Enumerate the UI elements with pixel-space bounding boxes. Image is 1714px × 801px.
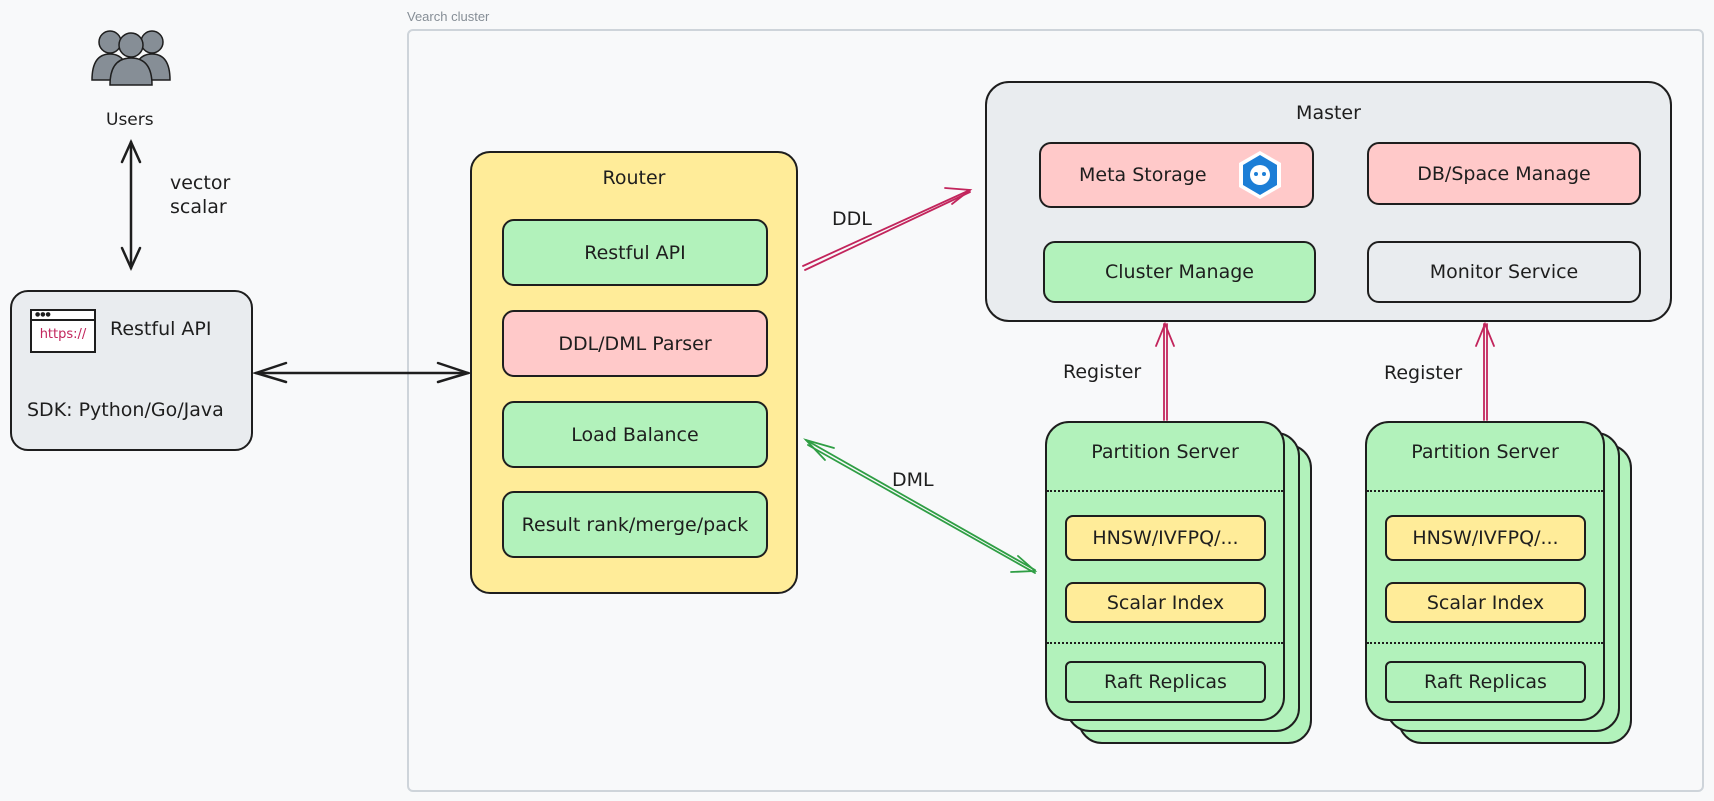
- dml-arrow: [803, 438, 1038, 574]
- monitor-service: Monitor Service: [1367, 241, 1641, 303]
- vector-label: vector: [170, 172, 231, 194]
- partition-1-divider-1: [1047, 490, 1283, 492]
- router-restful-api: Restful API: [502, 219, 768, 286]
- client-box: ●●● https:// Restful API SDK: Python/Go/…: [10, 290, 253, 451]
- partition-server-2: Partition Server HNSW/IVFPQ/... Scalar I…: [1365, 421, 1605, 721]
- partition-2-divider-2: [1367, 642, 1603, 644]
- meta-storage-label: Meta Storage: [1079, 164, 1207, 186]
- users-label: Users: [106, 110, 154, 130]
- client-restful-api: Restful API: [110, 318, 212, 340]
- partition-2-raft: Raft Replicas: [1385, 661, 1586, 703]
- router-load-balance: Load Balance: [502, 401, 768, 468]
- users-icon: [91, 30, 171, 86]
- partition-2-scalar-index: Scalar Index: [1385, 582, 1586, 623]
- partition-2-title: Partition Server: [1411, 441, 1559, 463]
- router-box: Router Restful API DDL/DML Parser Load B…: [470, 151, 798, 594]
- client-router-arrow: [251, 361, 473, 384]
- db-space-manage: DB/Space Manage: [1367, 142, 1641, 205]
- browser-url-text: https://: [39, 327, 87, 342]
- partition-server-1: Partition Server HNSW/IVFPQ/... Scalar I…: [1045, 421, 1285, 721]
- etcd-icon: [1234, 149, 1286, 201]
- partition-1-index: HNSW/IVFPQ/...: [1065, 515, 1266, 561]
- partition-2-index: HNSW/IVFPQ/...: [1385, 515, 1586, 561]
- master-box: Master Meta Storage DB/Space Manage Clus…: [985, 81, 1672, 322]
- partition-1-raft: Raft Replicas: [1065, 661, 1266, 703]
- browser-icon: ●●● https://: [30, 309, 96, 353]
- meta-storage: Meta Storage: [1039, 142, 1314, 208]
- partition-1-scalar-index: Scalar Index: [1065, 582, 1266, 623]
- partition-2-divider-1: [1367, 490, 1603, 492]
- scalar-label: scalar: [170, 196, 227, 218]
- router-title: Router: [602, 167, 666, 189]
- cluster-manage: Cluster Manage: [1043, 241, 1316, 303]
- router-result-rank: Result rank/merge/pack: [502, 491, 768, 558]
- register-label-1: Register: [1063, 361, 1142, 383]
- partition-1-divider-2: [1047, 642, 1283, 644]
- cluster-frame-label: Vearch cluster: [407, 9, 490, 24]
- cluster-frame: [407, 29, 1704, 792]
- ddl-label: DDL: [832, 208, 872, 230]
- partition-1-title: Partition Server: [1091, 441, 1239, 463]
- master-title: Master: [1296, 102, 1361, 124]
- register-arrow-1: [1155, 321, 1175, 421]
- users-client-arrow: [120, 138, 142, 272]
- ddl-arrow: [802, 187, 973, 271]
- register-label-2: Register: [1384, 362, 1463, 384]
- dml-label: DML: [892, 469, 934, 491]
- router-parser: DDL/DML Parser: [502, 310, 768, 377]
- register-arrow-2: [1475, 321, 1495, 421]
- client-sdk: SDK: Python/Go/Java: [27, 399, 224, 421]
